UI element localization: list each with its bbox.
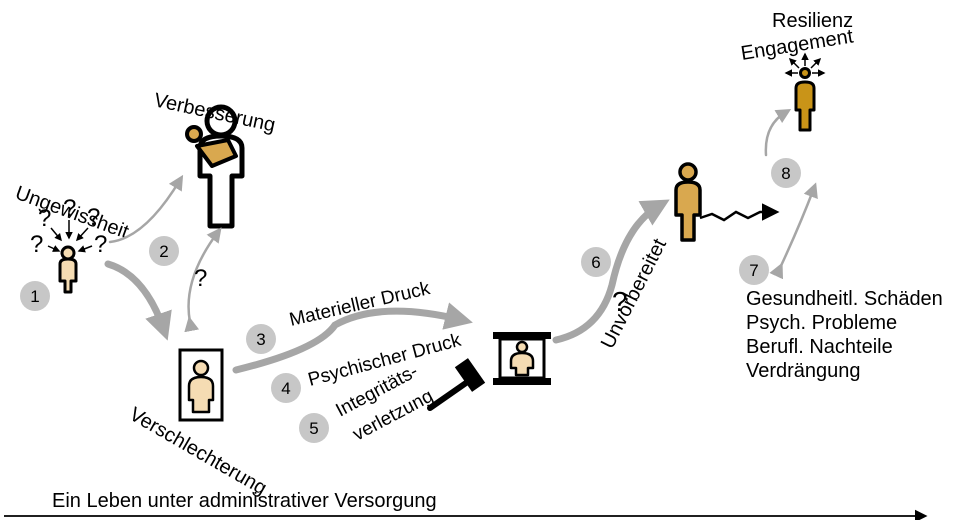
person-under-pressure-figure <box>493 332 551 385</box>
svg-text:2: 2 <box>159 242 168 261</box>
outcome-item: Gesundheitl. Schäden <box>746 288 943 310</box>
svg-text:?: ? <box>87 204 100 231</box>
svg-text:8: 8 <box>781 164 790 183</box>
question-marks-cluster: ? ? ? ? ? <box>30 195 107 258</box>
arrow-to-resilienz <box>764 108 792 157</box>
step-8: 8 <box>771 158 801 188</box>
person-unprepared-figure <box>674 162 702 242</box>
arrow-bidirectional-7-8 <box>769 182 818 280</box>
label-resilienz: Resilienz <box>772 10 853 32</box>
outcome-item: Psych. Probleme <box>746 312 897 334</box>
outcome-item: Verdrängung <box>746 360 861 382</box>
step-1: 1 <box>20 281 50 311</box>
arrow-to-unvorbereitet <box>552 199 670 344</box>
arrow-bidirectional-2 <box>184 227 222 333</box>
svg-text:7: 7 <box>749 261 758 280</box>
hammer-icon <box>427 358 486 411</box>
timeline-label: Ein Leben unter administrativer Versorgu… <box>52 490 437 512</box>
step-2: 2 <box>149 236 179 266</box>
wavy-arrow <box>699 203 780 222</box>
outcome-item: Berufl. Nachteile <box>746 336 893 358</box>
outcomes-list: Gesundheitl. Schäden Psych. Probleme Ber… <box>746 288 943 382</box>
svg-text:4: 4 <box>281 379 290 398</box>
svg-text:?: ? <box>94 231 107 258</box>
person-framed-figure <box>178 348 224 422</box>
svg-text:3: 3 <box>256 330 265 349</box>
arrow-to-verschlechterung <box>104 260 172 341</box>
step-4: 4 <box>271 373 301 403</box>
svg-text:?: ? <box>30 231 43 258</box>
person-resilient-figure <box>784 52 826 132</box>
question-mark-2: ? <box>194 265 207 292</box>
person-supported-figure <box>185 104 245 229</box>
arrow-materieller-druck <box>232 302 473 374</box>
step-5: 5 <box>299 413 329 443</box>
step-6: 6 <box>581 247 611 277</box>
svg-text:?: ? <box>63 195 76 222</box>
svg-text:1: 1 <box>30 287 39 306</box>
svg-text:6: 6 <box>591 253 600 272</box>
person-uncertain-figure <box>58 245 78 294</box>
step-7: 7 <box>739 255 769 285</box>
step-3: 3 <box>246 324 276 354</box>
svg-text:5: 5 <box>309 419 318 438</box>
label-materieller-druck: Materieller Druck <box>287 278 432 331</box>
arrow-to-verbesserung <box>108 174 184 244</box>
question-mark-6: ? <box>612 286 628 317</box>
svg-text:?: ? <box>38 205 51 232</box>
